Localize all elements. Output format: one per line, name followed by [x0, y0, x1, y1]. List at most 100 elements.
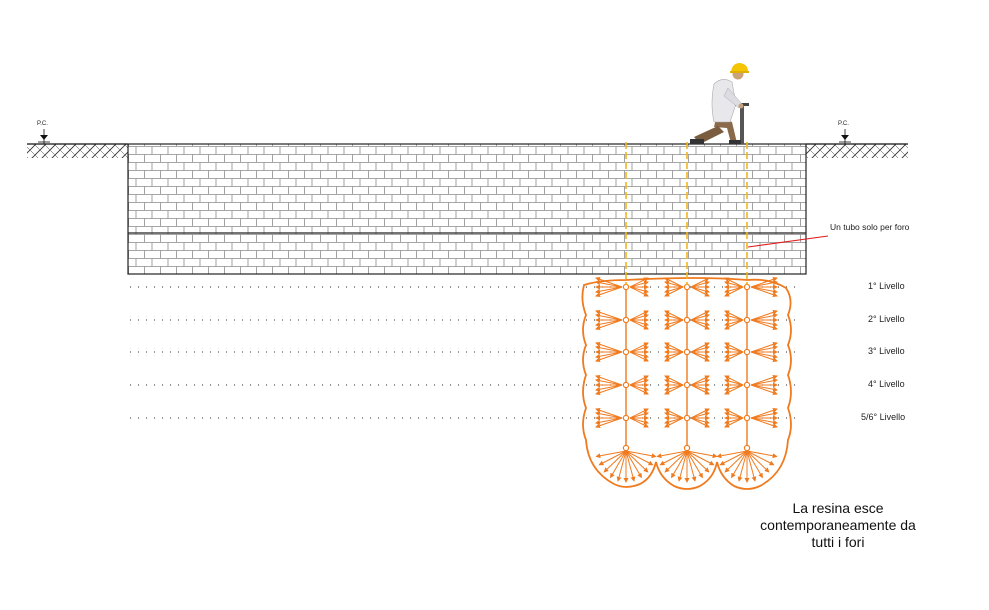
- resin-arrow: [664, 319, 684, 327]
- resin-arrow: [610, 450, 627, 479]
- resin-arrow: [750, 384, 778, 396]
- resin-arrow: [686, 450, 710, 473]
- resin-note-line-1: La resina esce: [792, 500, 884, 516]
- resin-arrow: [690, 280, 710, 288]
- resin-outline: [581, 277, 792, 490]
- resin-arrow: [750, 286, 778, 298]
- resin-arrow: [629, 277, 649, 288]
- ground-level-label-right: P.C.: [838, 121, 849, 127]
- resin-arrow: [595, 276, 623, 288]
- injection-point: [683, 444, 691, 452]
- resin-arrow: [595, 286, 623, 294]
- resin-arrow: [724, 351, 744, 362]
- resin-arrow: [629, 375, 649, 386]
- resin-arrow: [724, 313, 744, 321]
- resin-arrow: [731, 450, 748, 479]
- resin-arrow: [724, 384, 744, 395]
- resin-arrow: [625, 450, 636, 482]
- tube-annotation: Un tubo solo per foro: [830, 222, 910, 232]
- resin-arrow: [625, 450, 657, 459]
- level-label-1: 1° Livello: [868, 281, 905, 291]
- resin-arrow: [690, 378, 710, 386]
- injection-point: [622, 444, 630, 452]
- resin-arrow: [750, 351, 778, 363]
- resin-arrow: [595, 351, 623, 359]
- resin-arrow: [664, 378, 684, 386]
- resin-arrow: [629, 319, 649, 327]
- resin-arrow: [629, 351, 649, 359]
- resin-arrow: [724, 378, 744, 386]
- resin-arrow: [724, 411, 744, 419]
- resin-arrow: [629, 319, 649, 330]
- resin-arrow: [664, 313, 684, 321]
- resin-arrow: [724, 277, 744, 288]
- resin-arrow: [595, 319, 623, 327]
- injection-tubes: [625, 142, 748, 285]
- resin-arrow: [595, 280, 623, 288]
- resin-arrow: [629, 408, 649, 419]
- resin-arrow: [664, 450, 688, 473]
- resin-arrow: [664, 375, 684, 386]
- resin-arrow: [746, 450, 763, 479]
- resin-arrow: [724, 280, 744, 288]
- resin-arrow: [664, 342, 684, 353]
- resin-arrow: [724, 450, 748, 473]
- resin-arrow: [750, 286, 778, 294]
- resin-note-line-2: contemporaneamente da: [760, 517, 916, 533]
- resin-arrow: [629, 280, 649, 288]
- resin-arrow: [664, 411, 684, 419]
- resin-arrow: [750, 280, 778, 288]
- ground-level-label-left: P.C.: [37, 121, 48, 127]
- resin-arrow: [629, 417, 649, 425]
- resin-arrow: [686, 450, 715, 466]
- injection-point: [743, 316, 751, 324]
- injection-point: [743, 444, 751, 452]
- resin-arrow: [603, 450, 627, 473]
- masonry-foundation: [127, 143, 807, 275]
- worker-figure: [690, 63, 749, 144]
- resin-arrow: [750, 345, 778, 353]
- resin-arrow: [664, 351, 684, 362]
- resin-arrow: [664, 286, 684, 297]
- resin-arrow: [598, 450, 627, 466]
- resin-arrow: [750, 309, 778, 321]
- resin-arrow: [664, 286, 684, 294]
- resin-arrow: [629, 411, 649, 419]
- resin-arrow: [595, 341, 623, 353]
- resin-arrow: [629, 286, 649, 297]
- resin-arrow: [595, 417, 623, 429]
- resin-arrow: [595, 407, 623, 419]
- resin-arrow: [750, 319, 778, 327]
- injection-point: [743, 348, 751, 356]
- resin-arrow: [690, 384, 710, 395]
- resin-arrow: [737, 450, 748, 482]
- ground-hatch-left: [27, 143, 128, 158]
- resin-arrow: [690, 345, 710, 353]
- resin-arrow: [750, 384, 778, 392]
- resin-arrow: [677, 450, 688, 482]
- resin-arrow: [625, 450, 649, 473]
- resin-arrow: [750, 407, 778, 419]
- resin-arrow: [664, 310, 684, 321]
- resin-arrow: [664, 277, 684, 288]
- resin-arrow: [690, 384, 710, 392]
- injection-point: [743, 283, 751, 291]
- resin-note: La resina esce contemporaneamente da tut…: [718, 500, 958, 551]
- injection-point: [683, 381, 691, 389]
- resin-arrow: [690, 319, 710, 327]
- level-label-2: 2° Livello: [868, 314, 905, 324]
- resin-arrow: [595, 374, 623, 386]
- resin-arrow: [750, 351, 778, 359]
- injection-point: [683, 283, 691, 291]
- resin-arrow: [595, 384, 623, 392]
- resin-arrow: [659, 450, 688, 466]
- resin-arrow: [746, 450, 770, 473]
- resin-arrow: [724, 375, 744, 386]
- resin-arrow: [664, 345, 684, 353]
- injection-point: [683, 316, 691, 324]
- resin-arrow: [595, 319, 623, 331]
- resin-arrow: [690, 411, 710, 419]
- injection-point: [622, 348, 630, 356]
- resin-arrow: [750, 417, 778, 425]
